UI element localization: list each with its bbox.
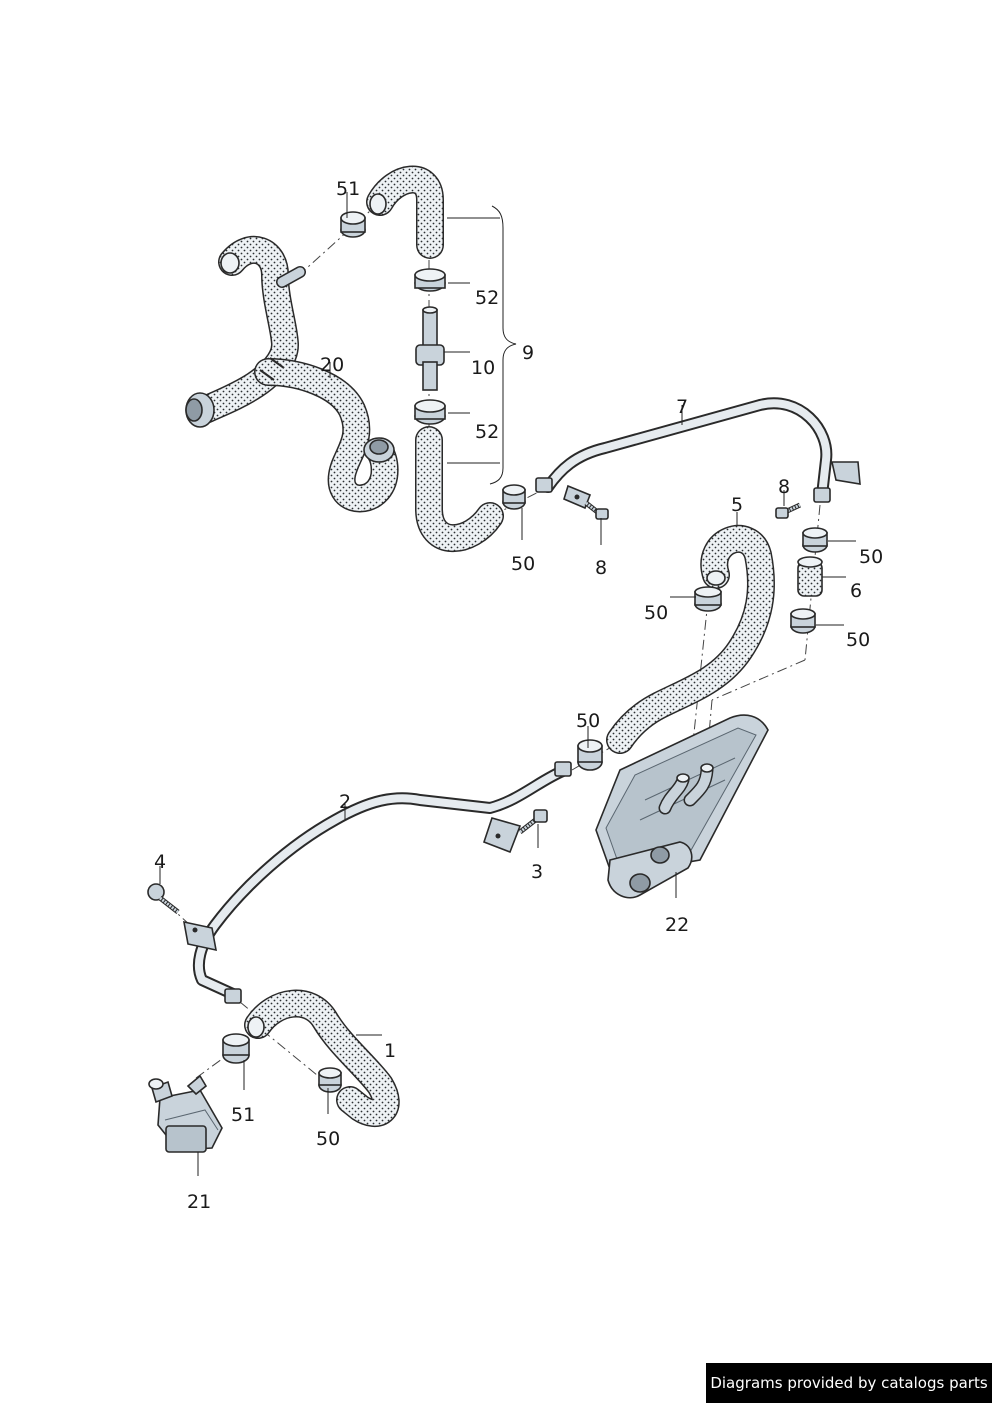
callout-51-top: 51 xyxy=(336,178,360,200)
clamp-51-top xyxy=(340,211,366,238)
hose-5 xyxy=(606,525,775,754)
valve-10 xyxy=(415,306,445,391)
bolt-8-a xyxy=(584,501,609,520)
hose-6 xyxy=(797,556,823,597)
callout-50-b: 50 xyxy=(859,546,883,568)
clamp-50-e xyxy=(577,739,603,771)
callout-22: 22 xyxy=(665,914,689,936)
callout-52-upper: 52 xyxy=(475,287,499,309)
cooler-22 xyxy=(595,714,769,899)
callout-3: 3 xyxy=(531,861,543,883)
callout-6: 6 xyxy=(850,580,862,602)
clamp-50-f xyxy=(318,1067,342,1093)
callout-5: 5 xyxy=(731,494,743,516)
callout-8-b: 8 xyxy=(778,476,790,498)
clamp-50-b xyxy=(802,527,828,553)
clamp-52-lower xyxy=(414,399,446,425)
hose-9-upper xyxy=(366,165,444,259)
pipe-7 xyxy=(535,397,861,510)
hose-20 xyxy=(185,236,399,513)
bolt-3 xyxy=(518,809,548,834)
clamp-51-bottom xyxy=(222,1033,250,1064)
hose-1 xyxy=(244,989,400,1127)
callout-10: 10 xyxy=(471,357,495,379)
callout-50-e: 50 xyxy=(576,710,600,732)
callout-2: 2 xyxy=(339,791,351,813)
callout-52-lower: 52 xyxy=(475,421,499,443)
pump-21 xyxy=(148,1074,223,1153)
callout-50-d: 50 xyxy=(644,602,668,624)
callout-21: 21 xyxy=(187,1191,211,1213)
callout-4: 4 xyxy=(154,851,166,873)
bracket-9 xyxy=(447,205,517,485)
leader-lines xyxy=(159,192,856,1176)
watermark-banner: Diagrams provided by catalogs parts xyxy=(706,1363,992,1403)
callout-7: 7 xyxy=(676,396,688,418)
clamp-50-a xyxy=(502,484,526,510)
callout-50-a: 50 xyxy=(511,553,535,575)
hose-9-lower xyxy=(415,426,504,553)
callout-8-a: 8 xyxy=(595,557,607,579)
callout-50-f: 50 xyxy=(316,1128,340,1150)
bolt-8-b xyxy=(775,502,802,519)
callout-20: 20 xyxy=(320,354,344,376)
clamp-52-upper xyxy=(414,268,446,292)
callout-9: 9 xyxy=(522,342,534,364)
clamp-50-c xyxy=(790,608,816,634)
callout-labels: 51 52 10 9 52 20 7 50 8 8 5 50 6 50 50 5… xyxy=(154,178,883,1213)
pipe-2 xyxy=(182,761,572,1004)
callout-51-bottom: 51 xyxy=(231,1104,255,1126)
callout-50-c: 50 xyxy=(846,629,870,651)
callout-1: 1 xyxy=(384,1040,396,1062)
bolt-4 xyxy=(147,883,180,914)
clamp-50-d xyxy=(694,586,722,612)
